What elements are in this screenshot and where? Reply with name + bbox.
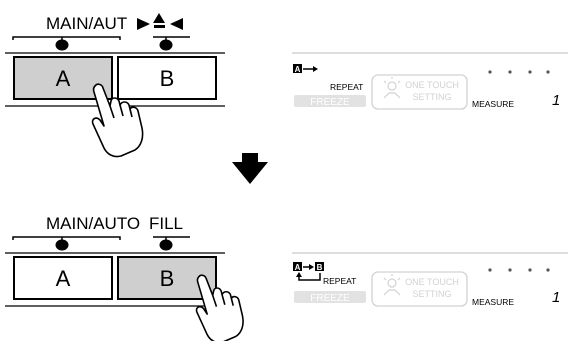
- bottom-indicator-b-lamp: [159, 239, 173, 251]
- svg-text:ONE TOUCH: ONE TOUCH: [405, 277, 459, 287]
- top-panel: MAIN/AUT A B: [5, 13, 225, 158]
- svg-text:A: A: [295, 65, 301, 74]
- svg-text:A: A: [295, 263, 301, 272]
- svg-text:B: B: [317, 263, 323, 272]
- hand-pointer-icon: [91, 83, 144, 158]
- bottom-lcd-beat-dots: [488, 268, 550, 272]
- svg-text:FREEZE: FREEZE: [310, 97, 350, 108]
- top-button-a-label: A: [56, 66, 71, 91]
- light-bulb-icon: [383, 274, 401, 296]
- blink-arrow-icon: [137, 13, 183, 30]
- bottom-lcd-display: A B REPEAT FREEZE ONE TOUCH SETTING: [292, 252, 568, 307]
- bottom-button-a-label: A: [56, 266, 71, 291]
- top-lcd-repeat: REPEAT: [330, 82, 363, 92]
- bottom-button-b-label: B: [160, 266, 175, 291]
- bottom-indicator-a-lamp: [55, 239, 69, 251]
- svg-text:ONE TOUCH: ONE TOUCH: [405, 80, 459, 90]
- top-indicator-a-line: [12, 36, 121, 40]
- bottom-fill-label: FILL: [149, 214, 183, 233]
- svg-text:SETTING: SETTING: [412, 289, 451, 299]
- bottom-lcd-measure: MEASURE: [472, 297, 514, 307]
- bottom-panel: MAIN/AUTO FILL A B: [5, 214, 244, 341]
- top-lcd-display: A REPEAT FREEZE ONE TOUCH SETTING MEASUR…: [292, 52, 568, 110]
- svg-text:FREEZE: FREEZE: [310, 293, 350, 304]
- top-lcd-measure-value: 1: [552, 92, 560, 109]
- top-lcd-one-touch-setting: ONE TOUCH SETTING: [371, 74, 468, 110]
- top-button-b-label: B: [160, 66, 175, 91]
- top-main-label: MAIN/AUT: [46, 14, 127, 33]
- top-lcd-measure: MEASURE: [472, 99, 514, 109]
- bottom-main-label: MAIN/AUTO: [46, 214, 140, 233]
- top-indicator-a-lamp: [55, 39, 69, 51]
- top-indicator-b-lamp: [159, 39, 173, 51]
- light-bulb-icon: [383, 77, 401, 99]
- down-arrow-icon: [232, 153, 268, 184]
- top-button-b[interactable]: B: [117, 56, 217, 100]
- bottom-lcd-freeze: FREEZE: [294, 291, 366, 304]
- bottom-lcd-repeat: REPEAT: [323, 276, 356, 286]
- bottom-button-a[interactable]: A: [13, 256, 113, 300]
- top-lcd-mode-indicator: A: [293, 64, 318, 74]
- svg-text:SETTING: SETTING: [412, 92, 451, 102]
- hand-pointer-icon: [195, 274, 244, 341]
- bottom-lcd-one-touch-setting: ONE TOUCH SETTING: [371, 271, 468, 307]
- bottom-lcd-measure-value: 1: [552, 289, 560, 306]
- top-lcd-beat-dots: [488, 70, 550, 74]
- top-lcd-freeze: FREEZE: [294, 95, 366, 108]
- bottom-lcd-mode-indicator: A B: [293, 262, 324, 281]
